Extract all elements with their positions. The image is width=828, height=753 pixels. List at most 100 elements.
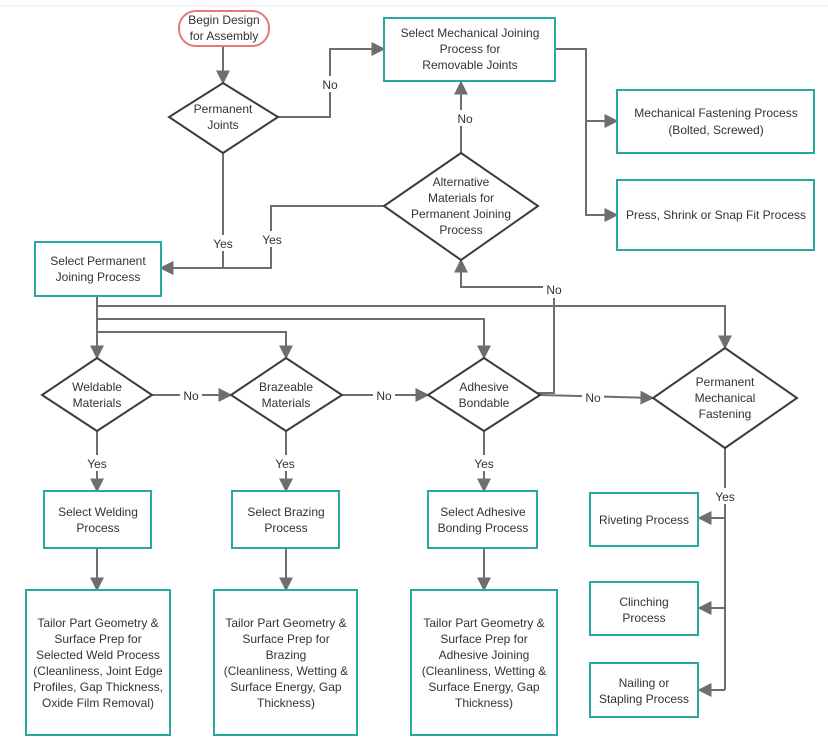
node-text-line: Joining Process [56,270,141,284]
node-text-line: for Assembly [190,29,259,43]
node-text-line: (Cleanliness, Wetting & [224,664,349,678]
node-text-line: (Bolted, Screwed) [668,123,763,137]
process-riveting: Riveting Process [589,492,699,547]
node-text-line: Process [76,521,119,535]
node-text-line: Adhesive Joining [439,648,530,662]
node-text-line: Clinching [619,595,668,609]
node-text-line: Removable Joints [422,58,517,72]
node-text-line: Thickness) [257,696,315,710]
label-yes-permanent: Yes [213,237,233,251]
label-no-adhesive: No [585,391,601,405]
start-node: Begin Design for Assembly [178,10,270,47]
node-text-line: Process [264,521,307,535]
svg-text:Tailor Part Geometry &Surface: Tailor Part Geometry &Surface Prep forAd… [422,616,547,710]
label-yes-weld: Yes [87,457,107,471]
node-text-line: Tailor Part Geometry & [37,616,158,630]
node-text-line: Adhesive [459,380,509,394]
node-text-line: Nailing or [619,676,670,690]
node-text-line: Permanent [194,102,253,116]
label-yes-adhesive: Yes [474,457,494,471]
node-text-line: Begin Design [188,13,259,27]
node-text-line: Bonding Process [438,521,529,535]
label-no-braze: No [376,389,392,403]
node-text-line: Materials for [428,191,494,205]
node-text-line: (Cleanliness, Wetting & [422,664,547,678]
node-text-line: Brazeable [259,380,313,394]
node-text-line: Surface Energy, Gap [428,680,539,694]
label-no-adhesive-up: No [546,283,562,297]
node-text-line: Select Adhesive [440,505,526,519]
label-no-removable: No [322,78,338,92]
node-text-line: Riveting Process [599,513,689,527]
node-text-line: Brazing [266,648,307,662]
node-text-line: Process for [440,42,501,56]
node-text-line: Stapling Process [599,692,689,706]
edge-labels: No No Yes Yes No No No No Yes Yes Yes Ye… [85,76,738,504]
node-text-line: Materials [262,396,311,410]
node-text-line: Fastening [699,407,752,421]
node-text-line: Select Welding [58,505,138,519]
node-text-line: Select Permanent [50,254,146,268]
label-yes-mech: Yes [715,490,735,504]
edge-to-press-fit [585,121,619,222]
node-text-line: Select Mechanical Joining [401,26,540,40]
edge-to-adhesive [97,318,491,360]
label-yes-braze: Yes [275,457,295,471]
edge-to-perm-mech [97,305,732,350]
node-text-line: (Cleanliness, Joint Edge [33,664,163,678]
node-text-line: Permanent [696,375,755,389]
node-text-line: Surface Prep for [440,632,527,646]
node-text-line: Profiles, Gap Thickness, [33,680,163,694]
edge-to-mech-fastening [555,48,619,128]
node-text-line: Permanent Joining [411,207,511,221]
node-text-line: Mechanical Fastening Process [634,106,797,120]
svg-text:Press, Shrink or Snap Fit Pro: Press, Shrink or Snap Fit Process [626,208,806,222]
svg-text:Tailor Part Geometry &Surface: Tailor Part Geometry &Surface Prep forSe… [33,616,163,710]
node-text-line: Surface Energy, Gap [230,680,341,694]
node-text-line: Thickness) [455,696,513,710]
process-mech-fastening: Mechanical Fastening Process (Bolted, Scr… [616,89,815,154]
label-no-weld: No [183,389,199,403]
process-nailing: Nailing or Stapling Process [589,662,699,718]
node-text-line: Materials [73,396,122,410]
node-text-line: Surface Prep for [54,632,141,646]
node-text-line: Mechanical [695,391,756,405]
edge-to-brazeable [97,331,293,360]
node-text-line: Surface Prep for [242,632,329,646]
node-text-line: Oxide Film Removal) [42,696,154,710]
svg-text:Riveting Process: Riveting Process [599,513,689,527]
node-text-line: Alternative [433,175,490,189]
label-no-alt-up: No [457,112,473,126]
node-text-line: Tailor Part Geometry & [225,616,346,630]
label-yes-alt: Yes [262,233,282,247]
node-text-line: Select Brazing [247,505,324,519]
svg-text:Mechanical Fastening Process(B: Mechanical Fastening Process (Bolted, Scr… [634,106,797,137]
process-press-fit: Press, Shrink or Snap Fit Process [616,179,815,251]
svg-text:Tailor Part Geometry &Surface: Tailor Part Geometry & Surface Prep forBr… [224,616,349,710]
node-text-line: Press, Shrink or Snap Fit Process [626,208,806,222]
